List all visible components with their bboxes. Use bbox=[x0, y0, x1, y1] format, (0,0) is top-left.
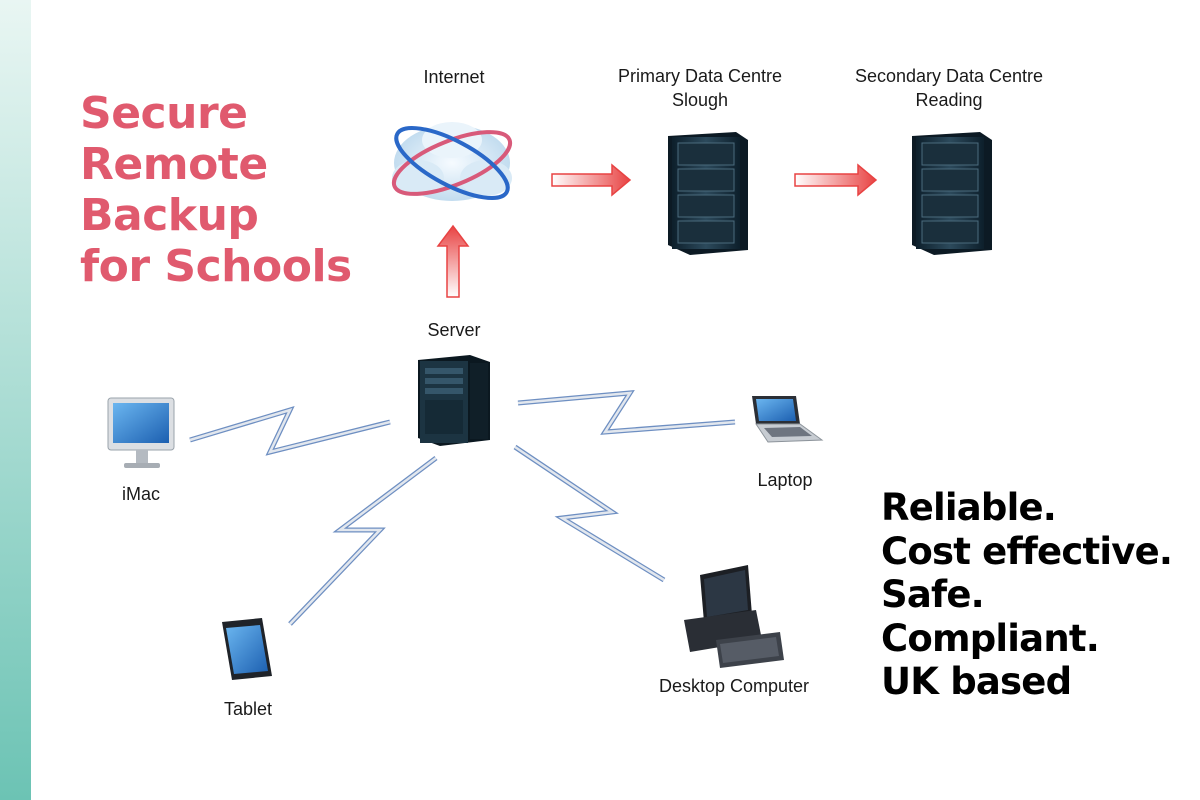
tablet-icon bbox=[222, 618, 272, 680]
tablet-label: Tablet bbox=[198, 697, 298, 721]
tagline-line: Compliant. bbox=[881, 616, 1100, 660]
laptop-label: Laptop bbox=[735, 468, 835, 492]
link-server-tablet bbox=[289, 457, 437, 625]
link-server-desktop bbox=[514, 445, 665, 582]
tagline-line: Safe. bbox=[881, 573, 985, 616]
server-label-text: Server bbox=[427, 320, 481, 340]
desktop-label-text: Desktop Computer bbox=[658, 676, 810, 696]
desktop-computer-label: Desktop Computer bbox=[624, 674, 844, 698]
headline-line: Backup bbox=[80, 190, 259, 241]
tagline-line: UK based bbox=[881, 660, 1072, 703]
link-server-laptop bbox=[517, 391, 736, 434]
imac-label-text: iMac bbox=[121, 484, 160, 504]
headline-line: Remote bbox=[80, 139, 268, 190]
link-server-imac bbox=[189, 407, 391, 454]
server-rack-icon bbox=[912, 132, 992, 255]
tagline: Reliable. Cost effective. Safe. Complian… bbox=[881, 486, 1173, 704]
secondary-label-line2: Reading bbox=[915, 90, 983, 110]
arrow-primary-to-secondary bbox=[794, 163, 878, 197]
headline-line: for Schools bbox=[80, 241, 352, 292]
link-server-tablet bbox=[288, 456, 438, 626]
arrow-internet-to-primary bbox=[551, 163, 632, 197]
side-gradient-strip bbox=[0, 0, 31, 800]
primary-label-line1: Primary Data Centre bbox=[617, 66, 783, 86]
imac-label: iMac bbox=[96, 482, 186, 506]
internet-label-text: Internet bbox=[423, 67, 485, 87]
laptop-label-text: Laptop bbox=[757, 470, 813, 490]
laptop-icon bbox=[752, 396, 824, 443]
tablet-label-text: Tablet bbox=[223, 699, 273, 719]
cloud-globe-icon bbox=[391, 122, 513, 201]
primary-label-line2: Slough bbox=[671, 90, 729, 110]
internet-label: Internet bbox=[394, 65, 514, 89]
secondary-label-line1: Secondary Data Centre bbox=[854, 66, 1044, 86]
desktop-computer-icon bbox=[684, 565, 784, 668]
headline: Secure Remote Backup for Schools bbox=[80, 88, 352, 292]
headline-line: Secure bbox=[80, 88, 248, 139]
server-rack-icon bbox=[668, 132, 748, 255]
secondary-data-centre-label: Secondary Data Centre Reading bbox=[829, 64, 1069, 112]
arrow-server-to-internet bbox=[436, 224, 470, 298]
tagline-line: Reliable. bbox=[881, 486, 1057, 529]
tagline-line: Cost effective. bbox=[881, 529, 1173, 573]
primary-data-centre-label: Primary Data Centre Slough bbox=[590, 64, 810, 112]
tower-server-icon bbox=[418, 355, 490, 446]
server-label: Server bbox=[404, 318, 504, 342]
imac-icon bbox=[107, 397, 175, 468]
